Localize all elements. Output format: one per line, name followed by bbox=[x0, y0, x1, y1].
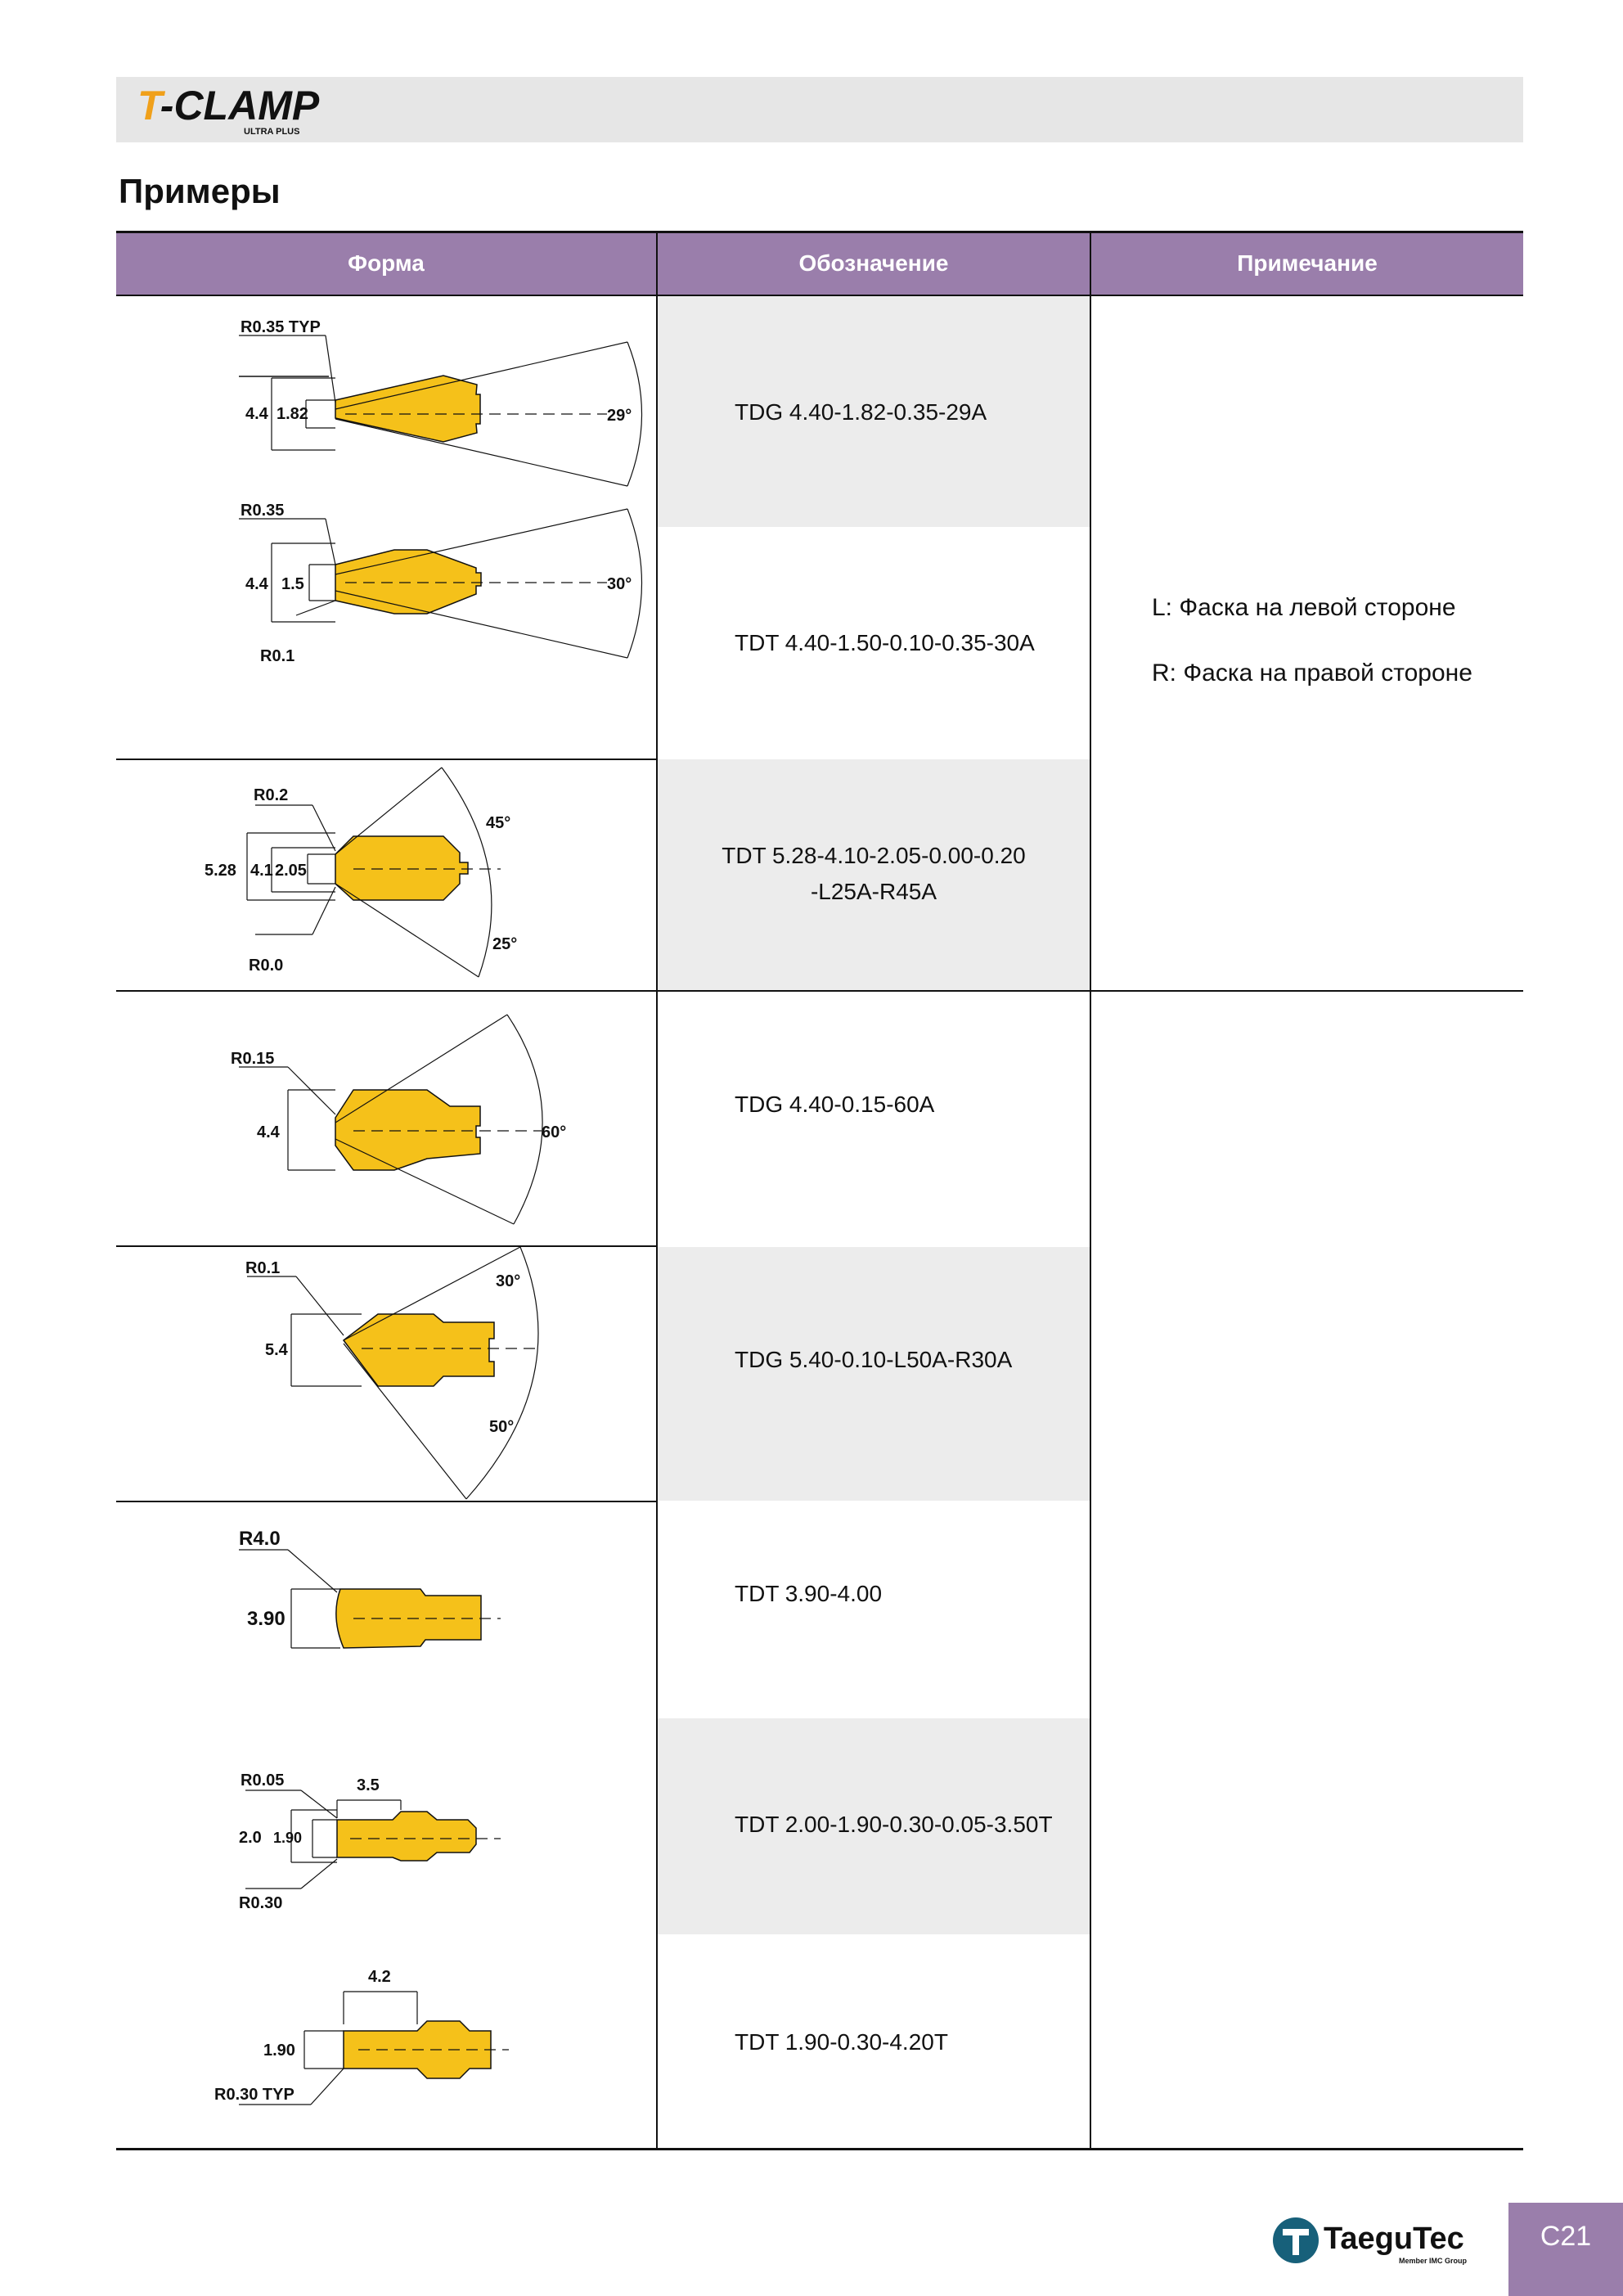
dimension-label: 4.1 bbox=[250, 862, 273, 880]
column-header-designation: Обозначение bbox=[658, 231, 1090, 296]
page-title: Примеры bbox=[119, 172, 281, 210]
dimension-label: 60° bbox=[542, 1123, 566, 1141]
header-bottom-rule bbox=[116, 295, 1523, 296]
brand-name: TaeguTec bbox=[1324, 2222, 1464, 2256]
designation-code: TDT 5.28-4.10-2.05-0.00-0.20 -L25A-R45A bbox=[658, 838, 1090, 910]
dimension-label: 30° bbox=[496, 1272, 520, 1290]
row-rule bbox=[116, 1245, 656, 1247]
page-number: C21 bbox=[1508, 2203, 1623, 2296]
dimension-label: R4.0 bbox=[239, 1528, 281, 1550]
row-rule bbox=[116, 759, 656, 760]
designation-code-line: -L25A-R45A bbox=[810, 879, 937, 904]
designation-code-line: TDT 5.28-4.10-2.05-0.00-0.20 bbox=[722, 843, 1026, 868]
note-left-chamfer: L: Фаска на левой стороне bbox=[1152, 594, 1456, 621]
dimension-label: 2.0 bbox=[239, 1829, 262, 1847]
dimension-label: 45° bbox=[486, 814, 510, 832]
designation-code: TDG 4.40-1.82-0.35-29A bbox=[735, 399, 987, 425]
insert-drawing-60a: R0.15 4.4 60° bbox=[231, 1014, 566, 1225]
note-right-chamfer: R: Фаска на правой стороне bbox=[1152, 660, 1472, 687]
brand-subtitle: Member IMC Group bbox=[1399, 2257, 1468, 2265]
row-rule bbox=[116, 1501, 656, 1502]
dimension-label: R0.35 TYP bbox=[241, 318, 321, 336]
dimension-label: 1.82 bbox=[276, 405, 308, 423]
dimension-label: R0.30 TYP bbox=[214, 2086, 294, 2104]
designation-code: TDT 2.00-1.90-0.30-0.05-3.50T bbox=[735, 1812, 1053, 1837]
dimension-label: R0.0 bbox=[249, 957, 283, 975]
insert-drawing-l50a-r30a: R0.1 30° 5.4 50° bbox=[245, 1246, 542, 1500]
dimension-label: R0.1 bbox=[260, 647, 294, 665]
dimension-label: 29° bbox=[607, 407, 632, 425]
dimension-label: 1.90 bbox=[273, 1830, 302, 1846]
dimension-label: 1.90 bbox=[263, 2042, 295, 2060]
insert-drawing-30a: R0.35 4.4 1.5 30° R0.1 bbox=[239, 502, 643, 665]
designation-code: TDT 1.90-0.30-4.20T bbox=[735, 2029, 948, 2055]
svg-text:T-CLAMP: T-CLAMP bbox=[137, 83, 320, 128]
insert-drawing-3-50t: 3.5 R0.05 2.0 1.90 R0.30 bbox=[239, 1772, 501, 1912]
dimension-label: 2.05 bbox=[275, 862, 307, 880]
dimension-label: 25° bbox=[492, 935, 517, 953]
column-header-note: Примечание bbox=[1091, 231, 1523, 296]
insert-drawing-l25a-r45a: R0.2 45° 5.28 4.1 2.05 25° R0.0 bbox=[205, 767, 517, 978]
svg-text:ULTRA PLUS: ULTRA PLUS bbox=[244, 127, 299, 137]
header-band bbox=[116, 77, 1523, 142]
designation-cell-bg bbox=[658, 296, 1090, 527]
dimension-label: R0.15 bbox=[231, 1050, 274, 1068]
dimension-label: 5.28 bbox=[205, 862, 236, 880]
dimension-label: 3.90 bbox=[247, 1608, 285, 1630]
t-clamp-logo: T-CLAMP ULTRA PLUS bbox=[137, 80, 350, 146]
row-rule bbox=[116, 990, 1523, 992]
designation-code: TDG 5.40-0.10-L50A-R30A bbox=[735, 1347, 1013, 1372]
examples-table: Форма Обозначение Примечание TDG 4.40-1.… bbox=[116, 231, 1523, 2150]
column-divider bbox=[1090, 231, 1091, 2150]
insert-drawing-4-20t: 4.2 1.90 R0.30 TYP bbox=[214, 1968, 509, 2105]
dimension-label: 4.4 bbox=[245, 575, 269, 593]
designation-cell-bg bbox=[658, 759, 1090, 990]
dimension-label: R0.30 bbox=[239, 1894, 282, 1912]
dimension-label: R0.2 bbox=[254, 786, 288, 804]
table-top-rule bbox=[116, 231, 1523, 233]
dimension-label: 50° bbox=[489, 1418, 514, 1436]
designation-cell-bg bbox=[658, 1247, 1090, 1501]
table-bottom-rule bbox=[116, 2148, 1523, 2150]
dimension-label: 4.4 bbox=[245, 405, 269, 423]
dimension-label: 4.2 bbox=[368, 1968, 391, 1986]
column-header-shape: Форма bbox=[116, 231, 656, 296]
designation-code: TDT 3.90-4.00 bbox=[735, 1581, 883, 1606]
column-divider bbox=[656, 231, 658, 2150]
dimension-label: R0.05 bbox=[241, 1772, 284, 1790]
designation-cell-bg bbox=[658, 1718, 1090, 1934]
dimension-label: R0.35 bbox=[241, 502, 284, 520]
insert-drawing-r4: R4.0 3.90 bbox=[239, 1528, 501, 1649]
dimension-label: 30° bbox=[607, 575, 632, 593]
dimension-label: 1.5 bbox=[281, 575, 304, 593]
taegutec-logo: TaeguTec Member IMC Group bbox=[1268, 2209, 1481, 2275]
insert-drawing-29a: R0.35 TYP 4.4 1.82 29° bbox=[239, 318, 643, 487]
dimension-label: 5.4 bbox=[265, 1341, 289, 1359]
designation-code: TDT 4.40-1.50-0.10-0.35-30A bbox=[735, 630, 1035, 655]
dimension-label: 4.4 bbox=[257, 1123, 281, 1141]
designation-code: TDG 4.40-0.15-60A bbox=[735, 1092, 935, 1117]
dimension-label: 3.5 bbox=[357, 1776, 380, 1794]
dimension-label: R0.1 bbox=[245, 1259, 280, 1277]
